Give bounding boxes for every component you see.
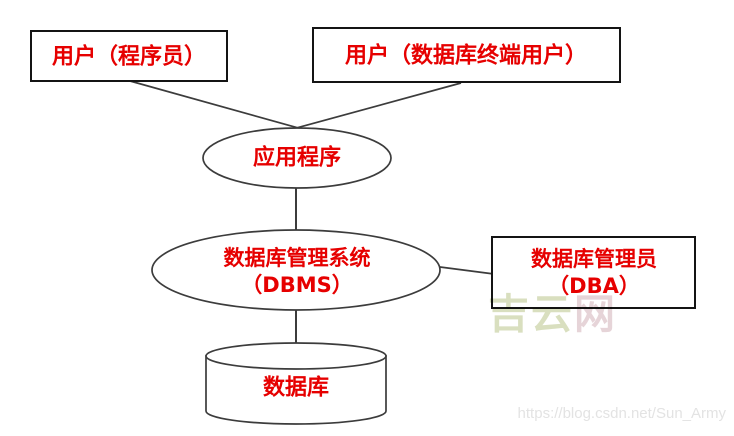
node-application-ellipse (202, 127, 392, 189)
watermark-logo-text-green: 吉云 (488, 290, 574, 338)
label-dba-line1: 数据库管理员 (531, 247, 657, 271)
edge-user-terminal-to-application (288, 82, 462, 131)
label-database: 数据库 (262, 375, 330, 401)
label-dbms-line2: （DBMS） (241, 273, 353, 297)
edge-dbms-to-dba (439, 266, 495, 275)
watermark-logo: 吉云网 (488, 280, 617, 340)
label-dbms-line1: 数据库管理系统 (223, 246, 371, 270)
node-dbms-ellipse (151, 229, 441, 311)
label-user-programmer: 用户（程序员） (51, 44, 207, 70)
label-application: 应用程序 (252, 145, 342, 171)
label-user-terminal: 用户（数据库终端用户） (344, 43, 588, 69)
node-user-terminal-box (312, 27, 621, 83)
node-database-cylinder-body (205, 355, 387, 425)
node-dba-box (491, 236, 696, 309)
node-database-cylinder-top (205, 342, 387, 370)
watermark-logo-text-pink: 网 (574, 290, 617, 338)
label-dba-line2: （DBA） (548, 274, 640, 298)
label-dba: 数据库管理员 （DBA） (531, 246, 657, 300)
watermark-url: https://blog.csdn.net/Sun_Army (517, 405, 726, 422)
node-user-programmer-box (30, 30, 228, 82)
label-dbms: 数据库管理系统 （DBMS） (224, 245, 371, 299)
edge-user-programmer-to-application (129, 80, 303, 130)
